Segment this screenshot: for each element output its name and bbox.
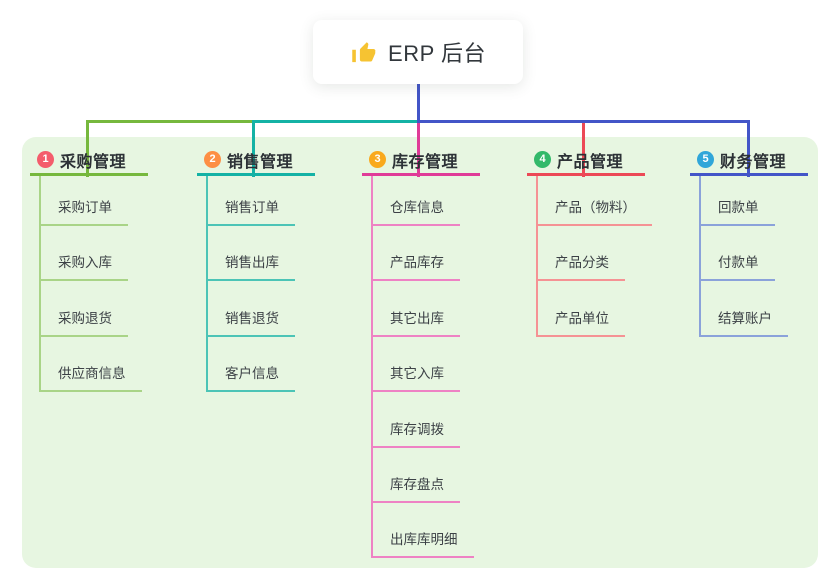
node-label: 其它出库	[373, 307, 460, 337]
node-label: 产品单位	[538, 307, 625, 337]
root-node[interactable]: ERP 后台	[313, 20, 523, 84]
connector-bus-right	[417, 120, 750, 123]
node-label: 产品（物料）	[538, 196, 652, 226]
branch-label: 采购管理	[60, 153, 127, 171]
node-label: 采购订单	[41, 196, 128, 226]
branch-inventory-items: 仓库信息 产品库存 其它出库 其它入库 库存调拨 库存盘点 出库库明细	[371, 176, 480, 559]
node-item[interactable]: 销售出库	[208, 226, 315, 282]
branch-badge: 5	[697, 151, 714, 168]
branch-finance-heading[interactable]: 5 财务管理	[690, 146, 808, 176]
branch-product-items: 产品（物料） 产品分类 产品单位	[536, 176, 652, 337]
connector-drop-purchase	[86, 120, 89, 177]
connector-root	[417, 84, 420, 123]
branch-finance: 5 财务管理 回款单 付款单 结算账户	[690, 146, 808, 337]
branch-label: 财务管理	[720, 153, 787, 171]
branch-sales-heading[interactable]: 2 销售管理	[197, 146, 315, 176]
node-label: 产品分类	[538, 251, 625, 282]
branch-label: 销售管理	[227, 153, 294, 171]
branch-inventory-heading[interactable]: 3 库存管理	[362, 146, 480, 176]
node-item[interactable]: 产品单位	[538, 281, 645, 337]
node-item[interactable]: 客户信息	[208, 337, 315, 393]
branch-badge: 3	[369, 151, 386, 168]
branch-inventory: 3 库存管理 仓库信息 产品库存 其它出库 其它入库 库存调拨 库存盘点 出库库…	[362, 146, 480, 559]
node-item[interactable]: 采购入库	[41, 226, 148, 282]
node-label: 出库库明细	[373, 528, 474, 559]
node-item[interactable]: 产品（物料）	[538, 176, 652, 226]
node-label: 销售退货	[208, 307, 295, 337]
node-item[interactable]: 产品库存	[373, 226, 480, 282]
node-item[interactable]: 采购退货	[41, 281, 148, 337]
node-item[interactable]: 回款单	[701, 176, 808, 226]
branch-purchase-items: 采购订单 采购入库 采购退货 供应商信息	[39, 176, 148, 393]
node-label: 回款单	[701, 196, 775, 226]
node-item[interactable]: 库存调拨	[373, 392, 480, 448]
node-label: 库存盘点	[373, 473, 460, 503]
node-item[interactable]: 产品分类	[538, 226, 645, 282]
branches-panel	[22, 137, 818, 568]
branch-purchase: 1 采购管理 采购订单 采购入库 采购退货 供应商信息	[30, 146, 148, 393]
node-item[interactable]: 付款单	[701, 226, 808, 282]
connector-drop-product	[582, 120, 585, 177]
connector-bus-left	[86, 120, 254, 123]
node-label: 采购退货	[41, 307, 128, 337]
node-label: 销售出库	[208, 251, 295, 282]
node-item[interactable]: 采购订单	[41, 176, 148, 226]
node-item[interactable]: 库存盘点	[373, 448, 480, 503]
branch-sales: 2 销售管理 销售订单 销售出库 销售退货 客户信息	[197, 146, 315, 393]
node-item[interactable]: 供应商信息	[41, 337, 148, 393]
branch-finance-items: 回款单 付款单 结算账户	[699, 176, 808, 337]
node-label: 产品库存	[373, 251, 460, 282]
branch-label: 产品管理	[557, 153, 624, 171]
branch-purchase-heading[interactable]: 1 采购管理	[30, 146, 148, 176]
node-label: 供应商信息	[41, 362, 142, 393]
node-item[interactable]: 仓库信息	[373, 176, 480, 226]
connector-drop-sales	[252, 120, 255, 177]
branch-sales-items: 销售订单 销售出库 销售退货 客户信息	[206, 176, 315, 393]
node-item[interactable]: 其它出库	[373, 281, 480, 337]
node-item[interactable]: 销售订单	[208, 176, 315, 226]
node-item[interactable]: 其它入库	[373, 337, 480, 393]
connector-drop-inventory	[417, 120, 420, 177]
node-label: 付款单	[701, 251, 775, 282]
branch-badge: 2	[204, 151, 221, 168]
connector-bus-middle	[252, 120, 419, 123]
node-label: 其它入库	[373, 362, 460, 393]
branch-product-heading[interactable]: 4 产品管理	[527, 146, 645, 176]
branch-badge: 1	[37, 151, 54, 168]
thumbs-up-icon	[352, 41, 376, 62]
node-item[interactable]: 出库库明细	[373, 503, 480, 559]
branch-label: 库存管理	[392, 153, 459, 171]
node-item[interactable]: 结算账户	[701, 281, 808, 337]
node-label: 客户信息	[208, 362, 295, 393]
node-label: 结算账户	[701, 307, 788, 337]
node-label: 库存调拨	[373, 418, 460, 448]
node-label: 仓库信息	[373, 196, 460, 226]
node-label: 采购入库	[41, 251, 128, 282]
node-item[interactable]: 销售退货	[208, 281, 315, 337]
branch-product: 4 产品管理 产品（物料） 产品分类 产品单位	[527, 146, 652, 337]
connector-drop-finance	[747, 120, 750, 177]
branch-badge: 4	[534, 151, 551, 168]
root-label: ERP 后台	[388, 41, 486, 66]
node-label: 销售订单	[208, 196, 295, 226]
